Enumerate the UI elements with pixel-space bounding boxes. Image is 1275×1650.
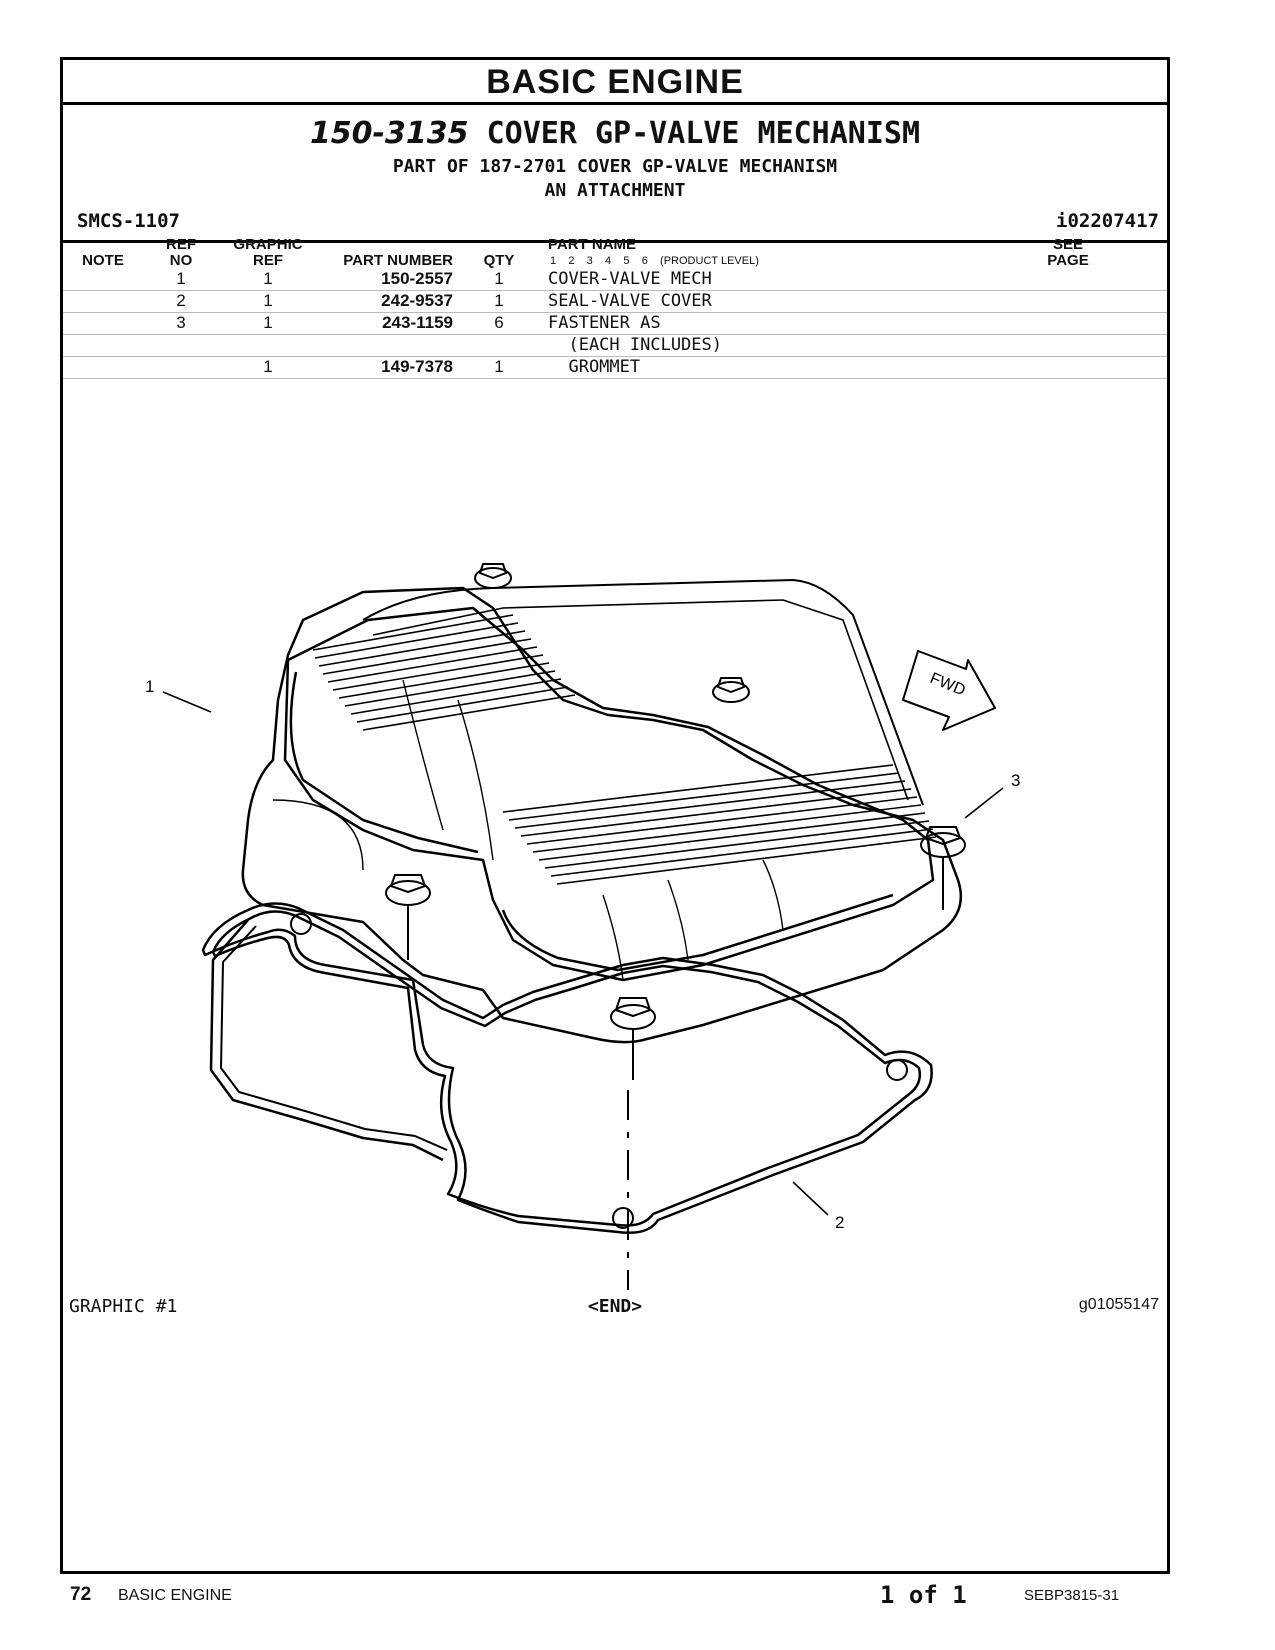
col-see-top: SEE (1052, 236, 1083, 253)
row-qty: 1 (494, 291, 504, 310)
fastener-bolt (610, 997, 656, 1080)
smcs-code: SMCS-1107 (77, 210, 180, 232)
valve-cover-drawing: 1 3 2 FWD (145, 563, 1020, 1290)
document-number: SEBP3815-31 (1024, 1587, 1120, 1604)
row-graphic-ref: 1 (263, 291, 273, 310)
end-marker: <END> (587, 1296, 643, 1317)
callout-2: 2 (835, 1213, 844, 1232)
row-graphic-ref: 1 (263, 357, 273, 376)
section-title: BASIC ENGINE (63, 60, 1167, 105)
fastener-bolt (474, 563, 512, 589)
attachment-line: AN ATTACHMENT (544, 180, 686, 201)
table-row: 1 149-7378 1 GROMMET (63, 356, 1167, 379)
col-see-bottom: PAGE (1047, 252, 1089, 269)
illustration-id: i02207417 (1056, 210, 1159, 232)
callout-leader-1 (162, 691, 212, 713)
part-of-line: PART OF 187-2701 COVER GP-VALVE MECHANIS… (392, 156, 838, 177)
row-qty: 1 (494, 269, 504, 288)
row-part-name: GROMMET (548, 357, 641, 377)
row-graphic-ref: 1 (263, 269, 273, 288)
row-part-name: FASTENER AS (548, 313, 661, 333)
row-ref: 3 (176, 313, 186, 332)
row-part-name: COVER-VALVE MECH (548, 269, 712, 289)
row-part-name: SEAL-VALVE COVER (548, 291, 712, 311)
graphic-number: g01055147 (1078, 1296, 1159, 1313)
col-ref-bottom: NO (169, 252, 193, 269)
table-row: 2 1 242-9537 1 SEAL-VALVE COVER (63, 290, 1167, 313)
footer-section: BASIC ENGINE (118, 1587, 232, 1604)
group-part-number: 150-3135 (309, 116, 469, 151)
row-graphic-ref: 1 (263, 313, 273, 332)
row-qty: 1 (494, 357, 504, 376)
col-part-number: PART NUMBER (343, 252, 453, 269)
group-heading: 150-3135 COVER GP-VALVE MECHANISM (63, 116, 1167, 151)
row-ref: 2 (176, 291, 186, 310)
fastener-bolt (712, 677, 750, 703)
col-graphic-top: GRAPHIC (233, 236, 303, 253)
callout-3: 3 (1011, 771, 1020, 790)
row-qty: 6 (494, 313, 504, 332)
valve-cover-ribs (312, 579, 937, 885)
callout-1: 1 (145, 677, 154, 696)
fastener-bolt (920, 826, 966, 910)
table-row: (EACH INCLUDES) (63, 334, 1167, 357)
group-name: COVER GP-VALVE MECHANISM (486, 116, 921, 151)
row-part-number: 150-2557 (381, 269, 453, 288)
row-part-name: (EACH INCLUDES) (548, 335, 722, 355)
row-part-number: 243-1159 (382, 313, 453, 332)
col-graphic-bottom: REF (253, 252, 283, 269)
fwd-label: FWD (928, 670, 968, 699)
page-number: 72 (70, 1584, 92, 1605)
row-ref: 1 (176, 269, 186, 288)
valve-cover-body (241, 586, 963, 1044)
graphic-label: GRAPHIC #1 (69, 1296, 178, 1317)
col-ref-top: REF (166, 236, 196, 253)
page-frame: BASIC ENGINE 150-3135 COVER GP-VALVE MEC… (60, 57, 1170, 1574)
row-part-number: 242-9537 (381, 291, 453, 310)
table-row: 1 1 150-2557 1 COVER-VALVE MECH (63, 268, 1167, 291)
col-qty: QTY (483, 252, 515, 269)
callout-leader-2 (792, 1181, 829, 1216)
col-part-name: PART NAME (548, 236, 637, 253)
forward-arrow-icon (902, 650, 996, 731)
callout-leader-3 (964, 787, 1004, 819)
col-product-levels: 1 2 3 4 5 6 (PRODUCT LEVEL) (550, 255, 759, 267)
table-row: 3 1 243-1159 6 FASTENER AS (63, 312, 1167, 335)
valve-cover-seal-outline (201, 902, 933, 1234)
page-of: 1 of 1 (880, 1581, 967, 1609)
fastener-bolt (385, 874, 431, 960)
row-part-number: 149-7378 (381, 357, 453, 376)
header-rule (63, 240, 1167, 243)
col-note: NOTE (82, 252, 124, 269)
